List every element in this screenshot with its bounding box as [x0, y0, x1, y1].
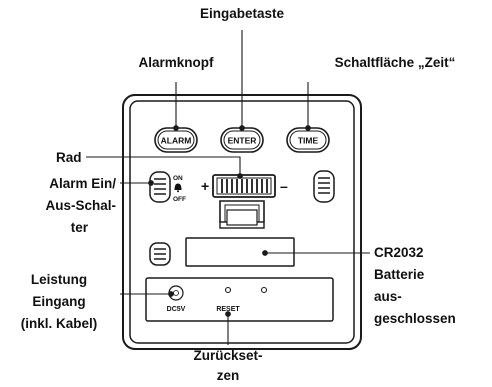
bell-icon — [174, 183, 182, 190]
power-input-label-line-2: Eingang — [32, 294, 86, 309]
alarm-button[interactable]: ALARM — [154, 127, 198, 153]
alarm-switch-label: Alarm Ein/ Aus-Schal- ter — [0, 174, 116, 237]
bell-clapper — [177, 190, 179, 193]
power-input-label: Leistung Eingang (inkl. Kabel) — [0, 270, 118, 333]
battery-label-line-4: geschlossen — [374, 311, 456, 326]
battery-label-line-2: Batterie — [374, 267, 425, 282]
alarm-switch-label-line-3: ter — [70, 220, 88, 235]
wheel-label: Rad — [56, 150, 82, 165]
power-input-label-line-1: Leistung — [30, 272, 88, 287]
bottom-panel — [145, 277, 334, 322]
leader-wheel — [86, 156, 241, 176]
left-grip-slot — [149, 242, 171, 266]
power-input-label-line-3: (inkl. Kabel) — [20, 316, 98, 331]
switch-off-text: OFF — [173, 196, 186, 203]
reset-label-line-1: Zurückset- — [193, 348, 263, 363]
stand-hook — [219, 200, 265, 229]
alarm-switch[interactable] — [149, 171, 171, 203]
enter-button-text: ENTER — [228, 136, 257, 146]
minus-sign: – — [280, 178, 288, 194]
switch-on-text: ON — [173, 175, 183, 182]
alarm-switch-label-line-1: Alarm Ein/ — [49, 176, 116, 191]
battery-label-line-1: CR2032 — [374, 245, 424, 260]
reset-label: RESET — [216, 306, 240, 313]
enter-key-label: Eingabetaste — [199, 6, 285, 21]
time-button[interactable]: TIME — [286, 127, 330, 153]
plus-sign: + — [201, 178, 209, 194]
battery-label: CR2032 Batterie aus- geschlossen — [374, 243, 492, 328]
time-button-text: TIME — [298, 136, 319, 146]
reset-label-line-2: zen — [216, 368, 240, 383]
battery-compartment — [185, 237, 295, 267]
right-grip-slot — [313, 170, 335, 203]
dc-label: DC5V — [167, 306, 186, 313]
time-button-label: Schaltfläche „Zeit“ — [334, 55, 456, 70]
dc-input-port-pin — [173, 290, 179, 296]
alarm-button-text: ALARM — [161, 136, 192, 146]
adjust-wheel[interactable] — [212, 174, 276, 198]
reset-callout-label: Zurückset- zen — [168, 346, 288, 385]
alarm-switch-label-line-2: Aus-Schal- — [45, 198, 116, 213]
alarm-button-label: Alarmknopf — [138, 55, 214, 70]
battery-label-line-3: aus- — [374, 289, 402, 304]
enter-button[interactable]: ENTER — [220, 127, 264, 153]
reset-hole[interactable] — [260, 286, 268, 294]
led-hole — [224, 286, 232, 294]
